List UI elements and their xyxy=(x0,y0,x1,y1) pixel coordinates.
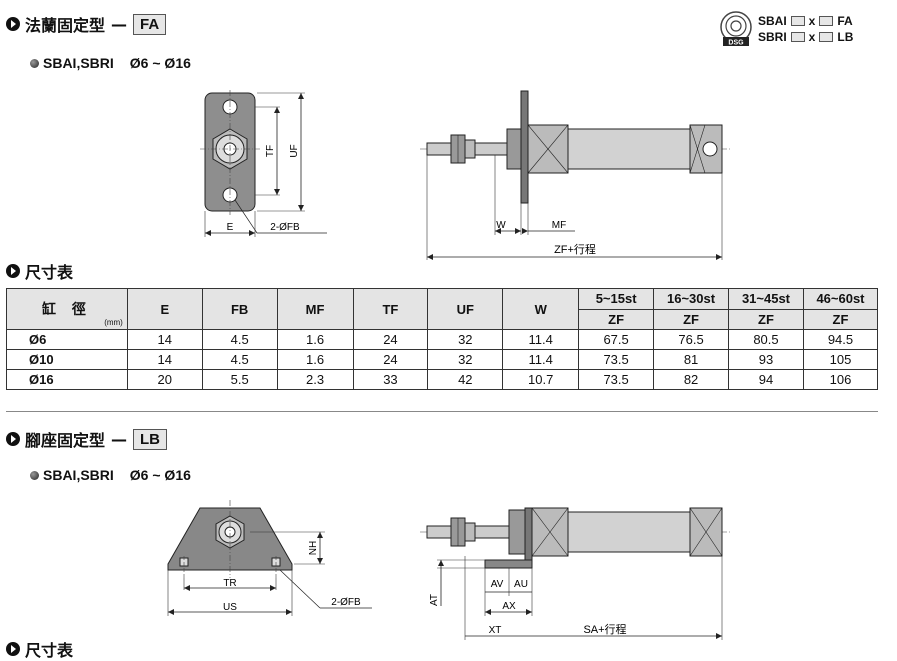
table-row: Ø10 14 4.5 1.6 24 32 11.4 73.5 81 93 105 xyxy=(6,349,879,370)
fa-dim-table-label: 尺寸表 xyxy=(25,263,74,282)
dim-zf-label: ZF+行程 xyxy=(554,243,596,256)
col-header-uf: UF xyxy=(427,288,504,330)
stroke-group-4: 46~60st xyxy=(802,288,879,310)
col-header-mf: MF xyxy=(276,288,354,330)
stroke-group-2: 16~30st xyxy=(653,288,730,310)
fa-cylinder-side-view: W MF ZF+行程 xyxy=(420,90,730,260)
stroke-group-1: 5~15st xyxy=(578,288,655,310)
dim-e-label: E xyxy=(227,222,234,233)
section-fa-title: 法蘭固定型 — FA xyxy=(6,12,167,36)
dim-uf-label: UF xyxy=(289,144,300,157)
dim-au-label: AU xyxy=(514,579,528,590)
dim-mf-label: MF xyxy=(552,220,566,231)
legend-code-1: FA xyxy=(837,14,853,28)
dim-at-label: AT xyxy=(429,594,440,606)
zf-header: ZF xyxy=(802,308,879,330)
legend-row-fa: SBAI x FA xyxy=(758,13,853,29)
lb-cylinder-side-view: AT AV AU AX XT SA+行程 xyxy=(420,507,730,640)
lb-dim-table-title: 尺寸表 xyxy=(6,637,73,661)
legend-box xyxy=(790,16,805,26)
legend-box xyxy=(819,32,834,42)
section-lb-title: 腳座固定型 — LB xyxy=(6,427,168,451)
section-lb-models: SBAI,SBRI xyxy=(43,467,114,483)
lb-dim-table-label: 尺寸表 xyxy=(25,641,74,660)
zf-header: ZF xyxy=(578,308,655,330)
bore-header: 缸 徑 (mm) xyxy=(6,288,128,330)
play-circle-icon xyxy=(6,17,20,31)
dim-nh-label: NH xyxy=(308,541,319,555)
lb-foot-front-view: NH TR US 2-ØFB xyxy=(167,500,372,616)
fa-dim-table-title: 尺寸表 xyxy=(6,259,73,283)
section-lb-subtitle: SBAI,SBRI Ø6 ~ Ø16 xyxy=(30,467,191,483)
play-circle-icon xyxy=(6,264,20,278)
dim-w-label: W xyxy=(496,220,506,231)
col-header-w: W xyxy=(502,288,580,330)
col-header-fb: FB xyxy=(201,288,278,330)
stroke-group-3: 31~45st xyxy=(728,288,804,310)
dim-sa-label: SA+行程 xyxy=(583,623,626,636)
dim-fb-label: 2-ØFB xyxy=(270,222,300,233)
col-header-tf: TF xyxy=(352,288,429,330)
legend-row-lb: SBRI x LB xyxy=(758,29,853,45)
section-fa-models: SBAI,SBRI xyxy=(43,55,114,71)
dim-av-label: AV xyxy=(491,579,504,590)
section-lb-code: LB xyxy=(133,428,168,450)
dim-tr-label: TR xyxy=(223,578,236,589)
legend-box xyxy=(790,32,805,42)
legend-model-2: SBRI xyxy=(758,30,787,44)
section-fa-name: 法蘭固定型 xyxy=(25,16,106,35)
dim-xt-label: XT xyxy=(489,625,502,636)
dim-ax-label: AX xyxy=(502,601,516,612)
section-fa-code: FA xyxy=(133,13,167,35)
col-header-e: E xyxy=(126,288,203,330)
play-circle-icon xyxy=(6,432,20,446)
table-row: Ø16 20 5.5 2.3 33 42 10.7 73.5 82 94 106 xyxy=(6,369,879,390)
bullet-icon xyxy=(30,470,39,480)
section-fa-subtitle: SBAI,SBRI Ø6 ~ Ø16 xyxy=(30,55,191,71)
dsg-logo-icon: DSG xyxy=(720,11,752,47)
section-divider xyxy=(6,411,878,412)
legend-x-2: x xyxy=(808,30,816,44)
table-row: Ø6 14 4.5 1.6 24 32 11.4 67.5 76.5 80.5 … xyxy=(6,329,879,350)
legend-model-1: SBAI xyxy=(758,14,787,28)
dim-tf-label: TF xyxy=(265,145,276,157)
legend-box xyxy=(819,16,834,26)
section-fa-range: Ø6 ~ Ø16 xyxy=(129,55,191,71)
legend-code-2: LB xyxy=(837,30,854,44)
play-circle-icon xyxy=(6,642,20,656)
section-lb-range: Ø6 ~ Ø16 xyxy=(129,467,191,483)
section-lb-name: 腳座固定型 xyxy=(25,431,106,450)
fa-flange-front-view: TF UF E 2-ØFB xyxy=(200,90,327,237)
fa-dimension-table: 缸 徑 (mm) E FB MF TF UF W 5~15st 16~30st … xyxy=(6,288,879,390)
bullet-icon xyxy=(30,58,39,68)
dim-fb-label-lb: 2-ØFB xyxy=(331,597,361,608)
section-lb-dash: — xyxy=(111,429,128,449)
legend-x-1: x xyxy=(808,14,816,28)
logo-text: DSG xyxy=(728,40,744,47)
zf-header: ZF xyxy=(653,308,730,330)
dim-us-label: US xyxy=(223,602,237,613)
section-fa-dash: — xyxy=(111,14,128,34)
zf-header: ZF xyxy=(728,308,804,330)
